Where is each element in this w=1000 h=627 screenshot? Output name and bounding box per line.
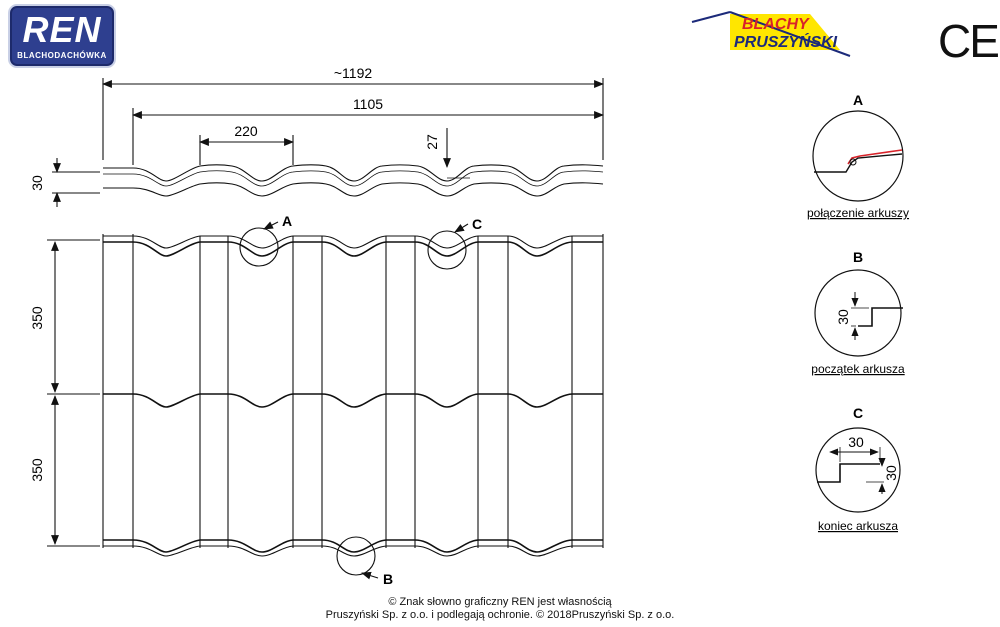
detail-c-letter: C — [853, 405, 863, 421]
detail-b-letter: B — [853, 249, 863, 265]
detail-b-caption: początek arkusza — [811, 362, 905, 376]
sheet-bottom-edge — [103, 539, 603, 553]
ren-logo-subtitle: BLACHODACHÓWKA — [17, 51, 107, 60]
sheet-step-line — [103, 393, 603, 408]
detail-a — [812, 110, 904, 202]
detail-b-dim: 30 — [835, 309, 851, 325]
brand-logo: BLACHY PRUSZYŃSKI — [690, 10, 870, 70]
footer-copyright-line1: © Znak słowno graficzny REN jest własnoś… — [388, 596, 612, 608]
dim-wave-pitch: 220 — [234, 123, 258, 139]
dim-wave-depth: 27 — [424, 134, 440, 150]
dim-module-1: 350 — [29, 306, 45, 330]
detail-c — [815, 427, 901, 513]
dim-module-2: 350 — [29, 458, 45, 482]
ren-logo-text: REN — [22, 9, 102, 50]
brand-line2: PRUSZYŃSKI — [734, 34, 838, 51]
dim-total-width: ~1192 — [334, 65, 372, 81]
brand-roof-line-right — [729, 11, 851, 57]
callout-circle-b — [336, 536, 376, 576]
dim-profile-height: 30 — [29, 175, 45, 191]
profile-view — [52, 78, 604, 207]
ce-mark: CE — [938, 15, 1000, 67]
callout-label-c: C — [472, 216, 482, 232]
ren-logo: REN BLACHODACHÓWKA — [8, 4, 116, 68]
detail-a-caption: połączenie arkuszy — [807, 206, 909, 220]
callout-circle-c — [427, 230, 467, 270]
detail-c-caption: koniec arkusza — [818, 519, 898, 533]
footer-copyright-line2: Pruszyński Sp. z o.o. i podlegają ochron… — [325, 609, 675, 621]
callout-circle-a — [239, 227, 279, 267]
detail-c-dim-horizontal: 30 — [848, 434, 864, 450]
profile-curve-bottom — [103, 182, 604, 197]
brand-logo-shape — [691, 11, 851, 57]
detail-c-dim-vertical: 30 — [883, 465, 899, 481]
detail-a-letter: A — [853, 92, 863, 108]
dim-effective-width: 1105 — [353, 96, 383, 112]
brand-line1: BLACHY — [742, 16, 809, 33]
brand-roof-line-left — [691, 11, 731, 23]
detail-b — [814, 269, 903, 357]
sheet-view — [47, 221, 604, 580]
sheet-top-edge — [103, 235, 603, 249]
profile-curve-top — [103, 164, 604, 182]
callout-label-a: A — [282, 213, 292, 229]
callout-label-b: B — [383, 571, 393, 587]
